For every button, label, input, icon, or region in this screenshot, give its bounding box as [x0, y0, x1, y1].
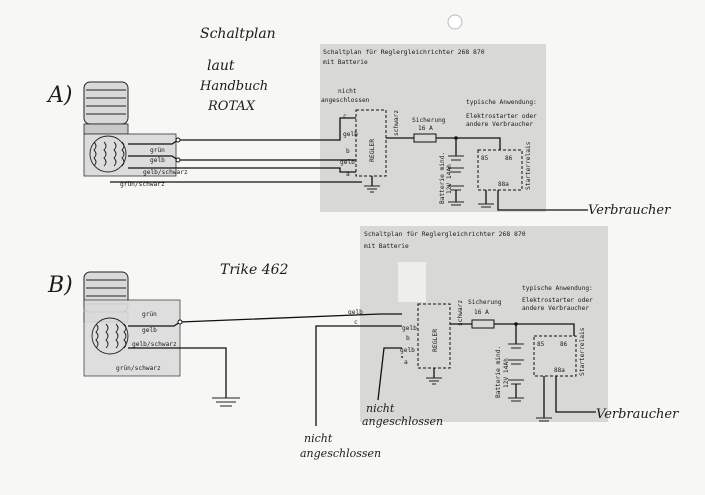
- battery-a-label: Batterie mind.: [439, 152, 446, 204]
- schematic-a-nicht: nicht: [338, 88, 357, 95]
- relay-a-box: [477, 149, 523, 191]
- reg-a-b: b: [346, 148, 350, 155]
- battery-b-label: Batterie mind.: [495, 346, 502, 398]
- schematic-b-whiteout: [398, 262, 426, 302]
- note-b-nicht-2: nicht: [304, 432, 333, 445]
- reg-b-schwarz: schwarz: [457, 300, 464, 326]
- reg-a-c: c: [343, 113, 347, 120]
- reg-b-gelb-mid: gelb: [402, 325, 417, 332]
- reg-a-schwarz: schwarz: [393, 110, 400, 136]
- schematic-a-sheet: [320, 44, 546, 212]
- gen-b-gelb: gelb: [142, 327, 157, 334]
- relay-a-85: 85: [481, 155, 489, 162]
- reg-a-gelb-bottom: gelb: [340, 159, 355, 166]
- relay-b-label: Starterrelais: [579, 327, 586, 376]
- label-a: A): [46, 83, 72, 108]
- generator-a-housing: [83, 81, 129, 125]
- gen-b-gruen-schwarz: grün/schwarz: [116, 365, 161, 372]
- generator-a-base: [83, 133, 177, 177]
- reg-b-gelb-bottom: gelb: [400, 347, 415, 354]
- fuse-b-label: Sicherung: [468, 299, 502, 306]
- schematic-b: Schaltplan für Reglergleichrichter 268 8…: [83, 226, 679, 460]
- verbraucher-b: Verbraucher: [596, 407, 679, 422]
- title-laut: laut: [207, 58, 235, 74]
- gen-a-gruen-schwarz: grün/schwarz: [120, 181, 165, 188]
- fuse-b-rating: 16 A: [474, 309, 489, 316]
- label-b: B): [47, 273, 73, 298]
- generator-a-stator: [89, 135, 127, 173]
- title-rotax: ROTAX: [207, 99, 256, 114]
- regler-a-box: [355, 109, 387, 177]
- relay-a-88a: 88a: [498, 181, 509, 188]
- app-b-heading: typische Anwendung:: [522, 285, 593, 292]
- note-b-angeschlossen-2: angeschlossen: [300, 447, 381, 460]
- app-b-line1: Elektrostarter oder: [522, 297, 593, 304]
- generator-b: grün gelb gelb/schwarz grün/schwarz: [83, 271, 181, 377]
- battery-b-spec: 12V 14Ah: [503, 358, 510, 388]
- title-schaltplan: Schaltplan: [200, 26, 276, 42]
- relay-b-box: [533, 335, 577, 377]
- app-a-line2: andere Verbraucher: [466, 121, 533, 128]
- generator-b-base: [83, 299, 181, 377]
- relay-b-88a: 88a: [554, 367, 565, 374]
- schematic-b-title: Schaltplan für Reglergleichrichter 268 8…: [364, 230, 526, 238]
- note-b-nicht-1: nicht: [366, 402, 395, 415]
- battery-a-spec: 12V 14Ah: [446, 164, 453, 194]
- reg-a-gelb-top: gelb: [343, 131, 358, 138]
- note-b-angeschlossen-1: angeschlossen: [362, 415, 443, 428]
- fuse-a-rating: 16 A: [418, 125, 433, 132]
- gen-a-gelb: gelb: [150, 157, 165, 164]
- schematic-a: Schaltplan für Reglergleichrichter 268 8…: [83, 44, 671, 218]
- schematic-a-subtitle: mit Batterie: [323, 59, 368, 66]
- relay-a-label: Starterrelais: [525, 141, 532, 190]
- generator-a: grün gelb gelb/schwarz grün/schwarz: [83, 81, 188, 188]
- gen-b-gruen: grün: [142, 311, 157, 318]
- reg-b-a: a: [404, 359, 408, 366]
- generator-b-stator: [91, 317, 129, 355]
- relay-b-86: 86: [560, 341, 568, 348]
- reg-b-gelb-top: gelb: [348, 309, 363, 316]
- title-handbuch: Handbuch: [199, 79, 268, 94]
- relay-b-85: 85: [537, 341, 545, 348]
- reg-b-b: b: [406, 335, 410, 342]
- reg-a-a: a: [346, 171, 350, 178]
- reg-b-c: c: [354, 319, 358, 326]
- app-a-line1: Elektrostarter oder: [466, 113, 537, 120]
- app-b-line2: andere Verbraucher: [522, 305, 589, 312]
- punch-hole: [447, 14, 463, 30]
- schematic-b-subtitle: mit Batterie: [364, 243, 409, 250]
- gen-a-gelb-schwarz: gelb/schwarz: [143, 169, 188, 176]
- gen-b-gelb-schwarz: gelb/schwarz: [132, 341, 177, 348]
- regler-b-label: REGLER: [431, 329, 439, 352]
- relay-a-86: 86: [505, 155, 513, 162]
- trike-label: Trike 462: [220, 262, 289, 278]
- schematic-a-title: Schaltplan für Reglergleichrichter 268 8…: [323, 48, 485, 56]
- app-a-heading: typische Anwendung:: [466, 99, 537, 106]
- gen-a-gruen: grün: [150, 147, 165, 154]
- verbraucher-a: Verbraucher: [588, 203, 671, 218]
- regler-a-label: REGLER: [368, 139, 376, 162]
- schematic-a-angeschlossen: angeschlossen: [321, 97, 370, 104]
- fuse-a-label: Sicherung: [412, 117, 446, 124]
